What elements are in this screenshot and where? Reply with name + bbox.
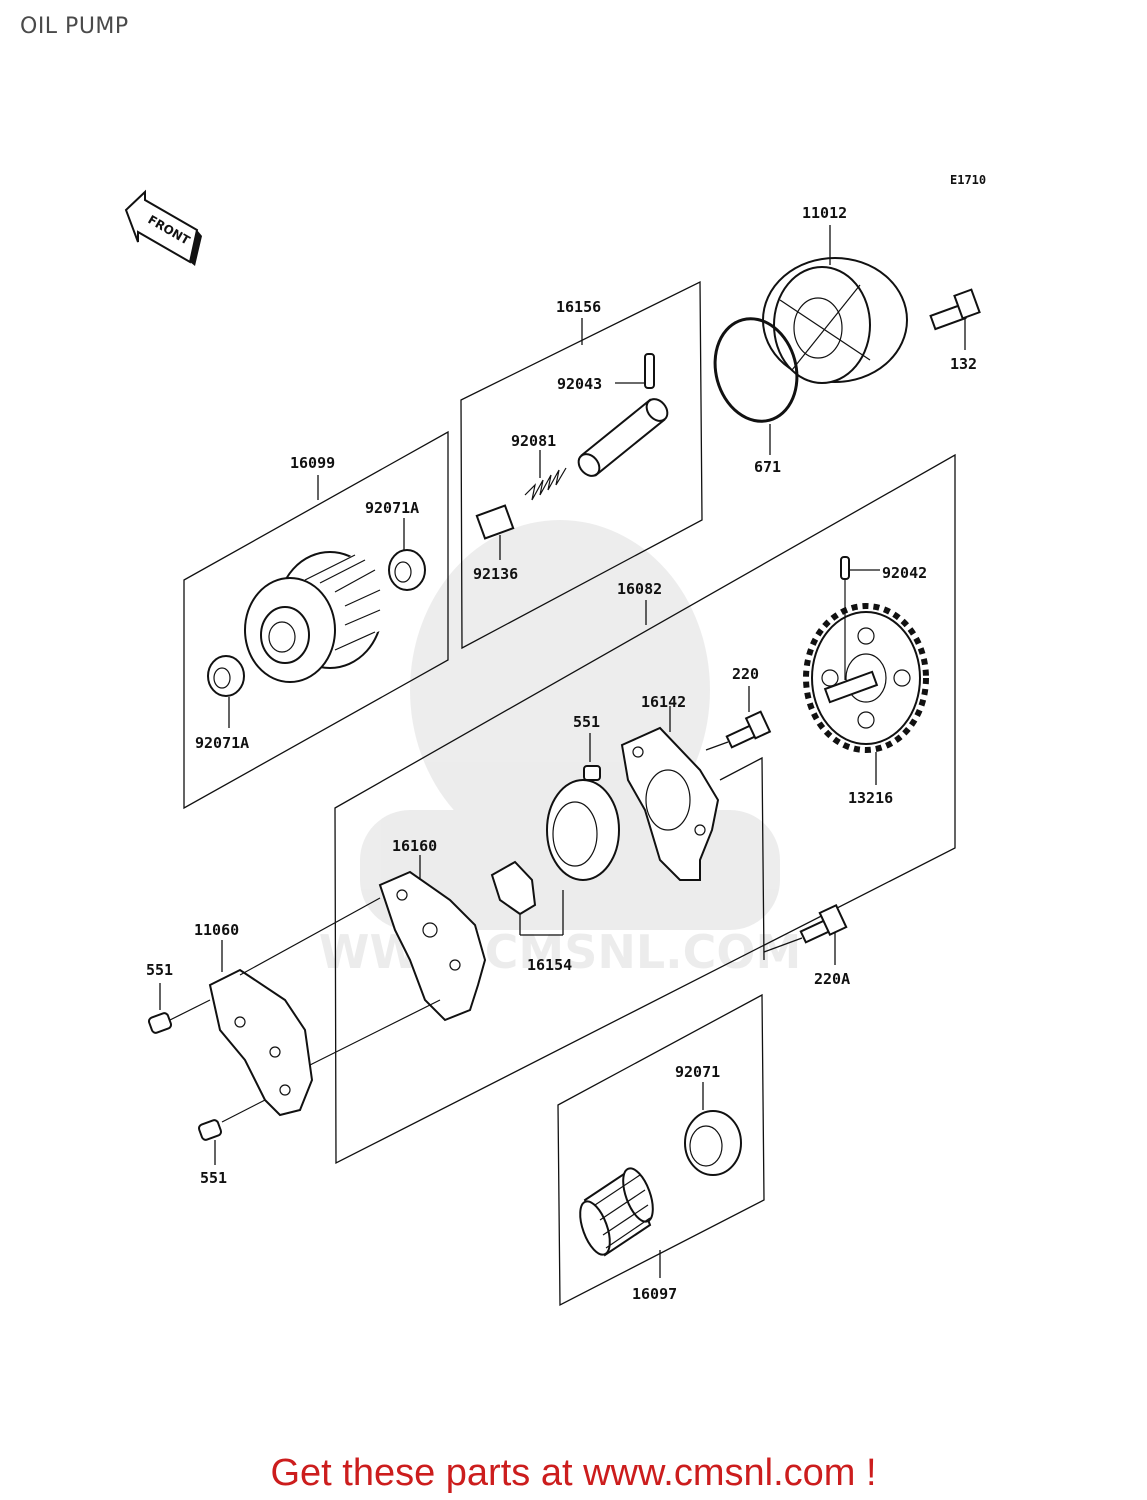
pump-body-16142: [620, 706, 720, 881]
label-11012: 11012: [802, 204, 847, 222]
pump-cover-11012: [762, 225, 908, 384]
oil-strainer-16097: [579, 1167, 661, 1278]
group-frame-16142-inner: [719, 756, 765, 961]
label-92081: 92081: [511, 432, 556, 450]
page-title: OIL PUMP: [20, 14, 129, 39]
cover-plate-11060: [208, 897, 441, 1117]
dowel-551-bottom: [197, 1099, 266, 1165]
label-551-bottom: 551: [200, 1169, 227, 1187]
bolt-220A: [763, 903, 848, 965]
plate-16160: [378, 855, 487, 1022]
label-92071: 92071: [675, 1063, 720, 1081]
label-92071A-bottom: 92071A: [195, 734, 249, 752]
grommet-92071A-bottom: [207, 655, 245, 728]
label-220: 220: [732, 665, 759, 683]
label-16154: 16154: [527, 956, 572, 974]
label-92043: 92043: [557, 375, 602, 393]
group-frame-16099: [183, 430, 449, 810]
label-92042: 92042: [882, 564, 927, 582]
dowel-551-left: [147, 983, 211, 1034]
label-16160: 16160: [392, 837, 437, 855]
gear-13216: [803, 603, 929, 785]
label-16156: 16156: [556, 298, 601, 316]
oil-seal-92071: [684, 1082, 742, 1176]
pin-92042: [840, 556, 880, 680]
pin-92043: [615, 353, 655, 389]
valve-piston: [577, 398, 669, 477]
bolt-132: [929, 288, 981, 350]
label-16082: 16082: [617, 580, 662, 598]
diagram-code: E1710: [950, 173, 986, 187]
inner-rotor-16154: [490, 860, 564, 936]
group-frame-16082: [334, 453, 956, 1165]
label-220A: 220A: [814, 970, 850, 988]
label-92071A-top: 92071A: [365, 499, 419, 517]
label-132: 132: [950, 355, 977, 373]
grommet-92071A-top: [388, 518, 426, 591]
group-frame-16097: [557, 993, 765, 1307]
dowel-551-mid: [583, 733, 601, 781]
label-551-mid: 551: [573, 713, 600, 731]
front-arrow-icon: FRONT: [124, 189, 202, 266]
group-frame-16156: [460, 280, 703, 650]
plug-92136: [475, 504, 515, 560]
label-16099: 16099: [290, 454, 335, 472]
label-11060: 11060: [194, 921, 239, 939]
label-92136: 92136: [473, 565, 518, 583]
o-ring-671: [713, 317, 799, 455]
label-671: 671: [754, 458, 781, 476]
label-16142: 16142: [641, 693, 686, 711]
label-13216: 13216: [848, 789, 893, 807]
footer-link[interactable]: Get these parts at www.cmsnl.com !: [270, 1452, 877, 1494]
spring-92081: [524, 450, 567, 501]
label-16097: 16097: [632, 1285, 677, 1303]
label-551-left: 551: [146, 961, 173, 979]
outer-rotor: [546, 779, 620, 881]
oil-filter-16099: [244, 548, 402, 683]
bolt-220: [705, 686, 772, 751]
